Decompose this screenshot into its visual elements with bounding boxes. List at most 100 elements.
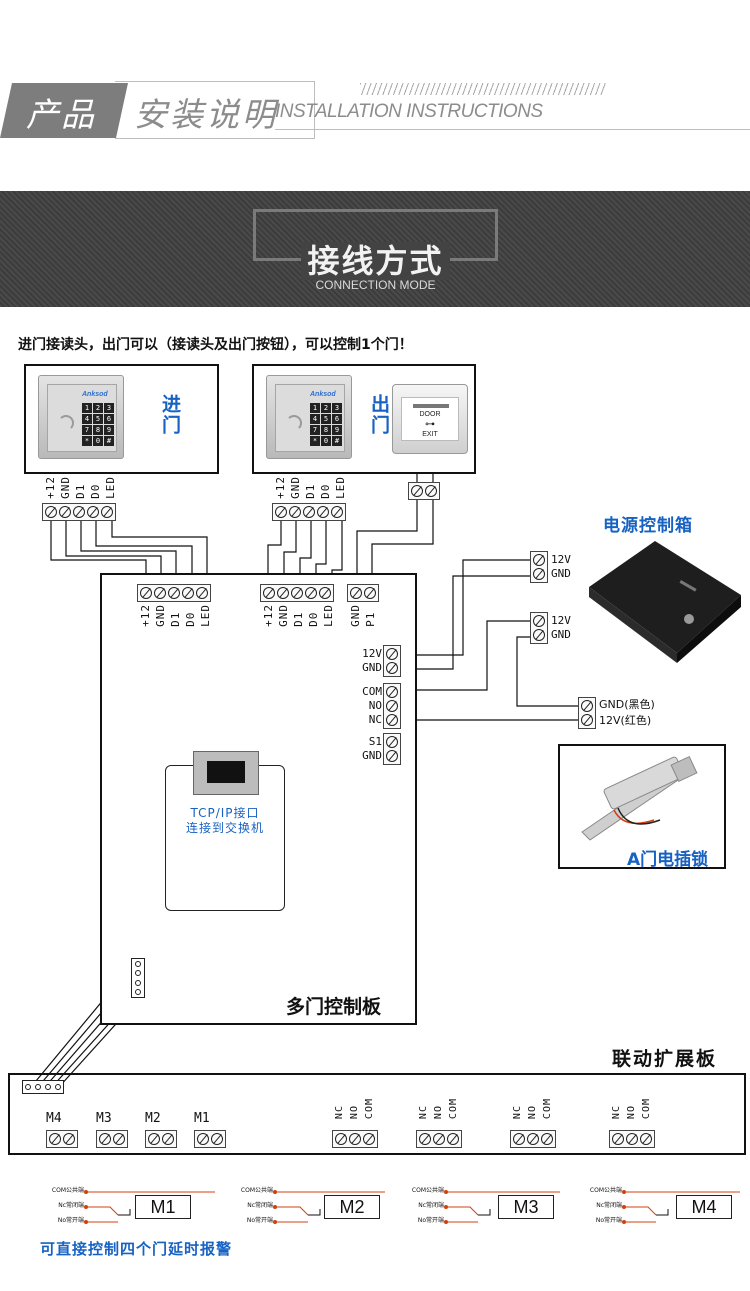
relay-module-m4: M4 — [676, 1195, 732, 1219]
wire-power-12v — [400, 559, 530, 656]
relay-label: COM — [364, 1098, 375, 1120]
pin-dot — [135, 979, 141, 986]
relay-label: NC — [512, 1105, 523, 1120]
screw-icon — [335, 1133, 347, 1145]
screw-icon — [140, 587, 152, 599]
pin-label: D0 — [89, 483, 102, 499]
screw-icon — [349, 1133, 361, 1145]
screw-icon — [303, 506, 315, 518]
tcp-ip-line1: TCP/IP接口 — [190, 806, 260, 820]
board-sensor-terminal — [383, 733, 401, 765]
footer-note: 可直接控制四个门延时报警 — [40, 1240, 233, 1258]
board-left-pins: +12 GND D1 D0 LED — [139, 604, 212, 627]
section-title-text: 接线方式 — [301, 242, 450, 280]
ribbon-header — [131, 958, 145, 998]
pin-label: +12 — [44, 476, 57, 499]
screw-icon — [277, 587, 289, 599]
header-hatch — [360, 83, 606, 95]
no-label: No常开端 — [246, 1217, 273, 1224]
board-title: 多门控制板 — [286, 996, 382, 1018]
board-left-reader-terminal — [137, 584, 211, 602]
relay-label: NO — [349, 1105, 360, 1120]
power-box-title: 电源控制箱 — [603, 516, 693, 536]
power-out1-terminal — [530, 551, 548, 583]
pin-label: +12 — [139, 604, 152, 627]
wire-exit-gnd — [356, 500, 418, 586]
wire-exit-p1 — [371, 500, 434, 586]
key: 1 — [82, 403, 92, 413]
com-label: COM公共端 — [51, 1187, 84, 1194]
ext-relay3-labels: NC NO COM — [512, 1098, 554, 1119]
reader-brand: Anksod — [82, 391, 108, 398]
relay-m3-wires — [446, 1191, 560, 1223]
term-label: COM — [362, 685, 382, 698]
exit-button-face: DOOR ⊶ EXIT — [401, 397, 459, 441]
key: 4 — [310, 414, 320, 424]
screw-icon — [411, 485, 423, 497]
term-label: GND — [362, 749, 382, 762]
screw-icon — [425, 485, 437, 497]
pin-label: P1 — [364, 611, 377, 627]
screw-icon — [59, 506, 71, 518]
exit-button-device: DOOR ⊶ EXIT — [392, 384, 468, 454]
screw-icon — [386, 700, 398, 712]
power-out2-terminal — [530, 612, 548, 644]
screw-icon — [386, 750, 398, 762]
ext-input-label: M2 — [145, 1111, 161, 1126]
no-label: No常开端 — [595, 1217, 622, 1224]
wire-left-led — [111, 521, 208, 586]
rfid-icon — [286, 415, 302, 431]
nc-label: Nc常闭端 — [58, 1202, 84, 1209]
relay-label: NO — [433, 1105, 444, 1120]
screw-icon — [386, 662, 398, 674]
board-sensor-labels: S1 GND — [354, 735, 382, 763]
board-exit-pins: GND P1 — [349, 604, 377, 627]
pin-label: GND — [277, 604, 290, 627]
term-label: 12V(红色) — [599, 714, 652, 727]
screw-icon — [317, 506, 329, 518]
exit-slot — [413, 404, 449, 408]
ext-relay3-terminal — [510, 1130, 556, 1148]
ext-input-terminal-m1 — [194, 1130, 226, 1148]
lock-terminal-labels: GND(黑色) 12V(红色) — [599, 697, 655, 729]
relay-module-m3: M3 — [498, 1195, 554, 1219]
screw-icon — [626, 1133, 638, 1145]
rj45-port-icon[interactable] — [193, 751, 259, 795]
term-label: 12V — [551, 553, 571, 566]
relay-module-m2: M2 — [324, 1195, 380, 1219]
screw-icon — [331, 506, 343, 518]
pin-label: LED — [334, 476, 347, 499]
keypad: 1 2 3 4 5 6 7 8 9 * 0 # — [82, 403, 115, 446]
pin-label: +12 — [262, 604, 275, 627]
section-subtitle: CONNECTION MODE — [315, 278, 436, 292]
pin-dot — [45, 1084, 51, 1090]
pin-label: GND — [59, 476, 72, 499]
electric-lock-box: A门电插锁 — [558, 744, 726, 870]
screw-icon — [386, 714, 398, 726]
key: * — [310, 436, 320, 446]
intro-text: 进门接读头，出门可以（接读头及出门按钮），可以控制1个门！ — [18, 337, 413, 353]
key: 6 — [332, 414, 342, 424]
screw-icon — [289, 506, 301, 518]
tcp-ip-label: TCP/IP接口 连接到交换机 — [165, 806, 285, 836]
relay-label: NC — [418, 1105, 429, 1120]
pin-dot — [135, 960, 141, 967]
no-label: No常开端 — [57, 1217, 84, 1224]
header-install-en: INSTALLATION INSTRUCTIONS — [275, 101, 543, 122]
pin-label: GND — [289, 476, 302, 499]
header-frame — [115, 81, 315, 139]
pin-label: D0 — [319, 483, 332, 499]
screw-icon — [87, 506, 99, 518]
ext-input-label: M4 — [46, 1111, 62, 1126]
relay-module-m2-labels: COM公共端 Nc常闭端 No常开端 — [222, 1187, 273, 1225]
header-underline — [275, 129, 750, 130]
screw-icon — [148, 1133, 160, 1145]
ext-relay1-terminal — [332, 1130, 378, 1148]
pin-label: GND — [154, 604, 167, 627]
ext-relay4-labels: NC NO COM — [611, 1098, 653, 1119]
board-power-labels: 12V GND — [354, 647, 382, 675]
ext-input-terminal-m4 — [46, 1130, 78, 1148]
screw-icon — [363, 1133, 375, 1145]
key: 0 — [321, 436, 331, 446]
entry-reader-box: Anksod 1 2 3 4 5 6 7 8 9 * 0 # 进门 — [24, 364, 219, 474]
